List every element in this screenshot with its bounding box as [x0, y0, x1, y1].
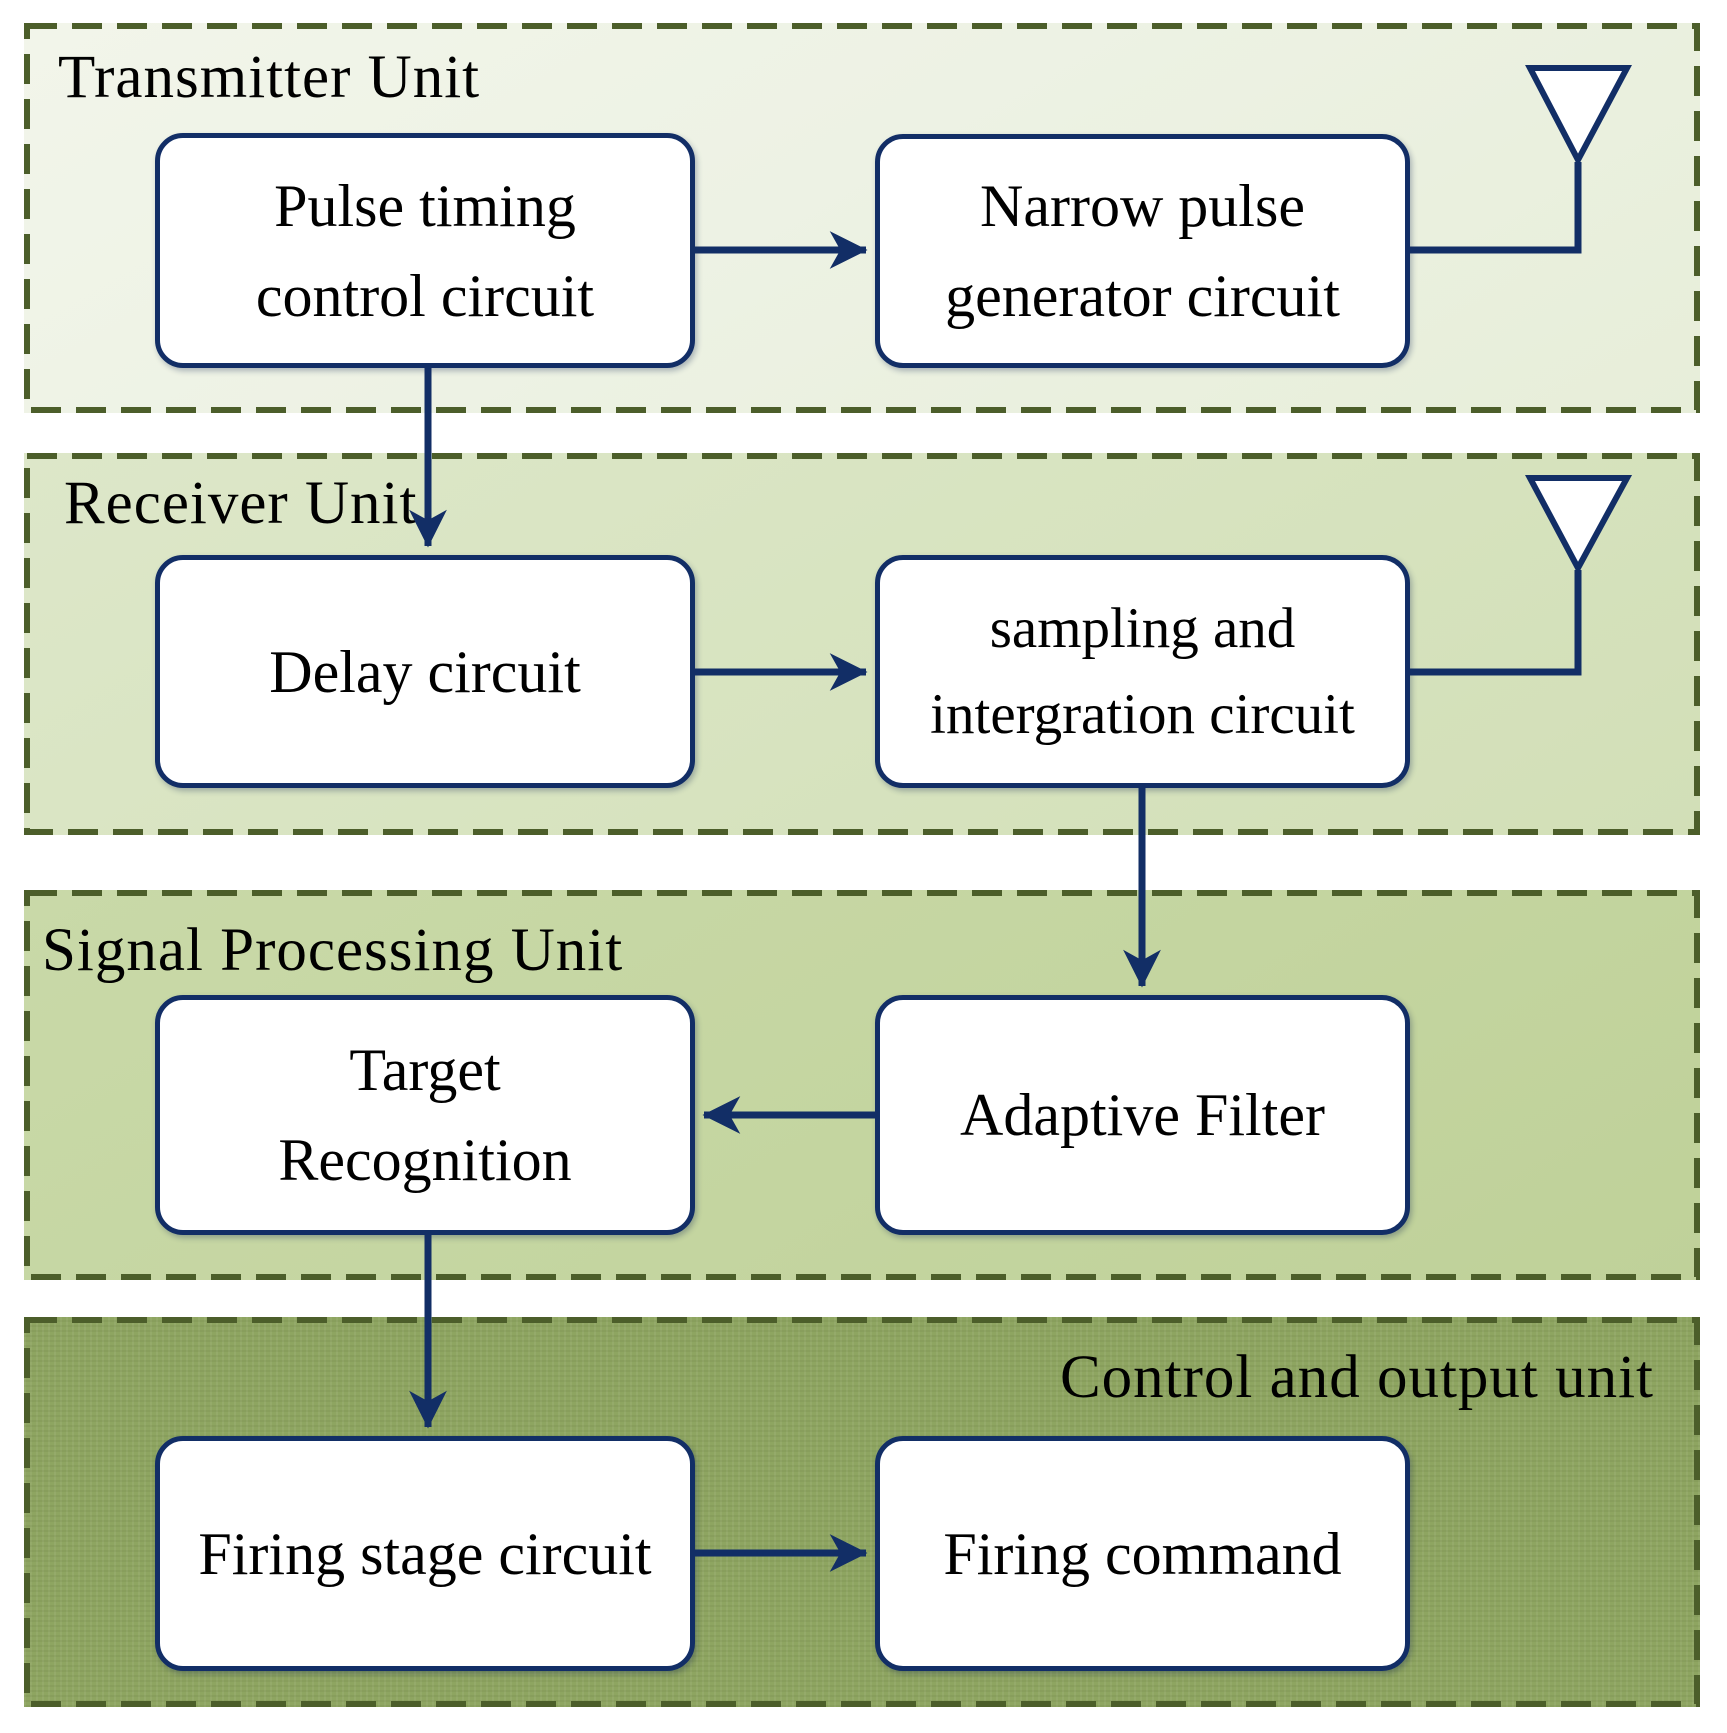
transmitter-unit-label: Transmitter Unit: [58, 44, 481, 111]
node-label: Firing command: [943, 1520, 1342, 1587]
node-label: Firing stage circuit: [198, 1520, 652, 1587]
node-sampling-integration-circuit: sampling and intergration circuit: [875, 555, 1410, 788]
node-label: Target Recognition: [278, 1037, 572, 1193]
node-delay-circuit: Delay circuit: [155, 555, 695, 788]
node-narrow-pulse-generator-circuit: Narrow pulse generator circuit: [875, 134, 1410, 368]
control-output-unit-label: Control and output unit: [1059, 1344, 1654, 1411]
node-label: Narrow pulse generator circuit: [945, 173, 1340, 329]
node-target-recognition: Target Recognition: [155, 995, 695, 1235]
node-label: Adaptive Filter: [960, 1082, 1325, 1148]
node-label: Pulse timing control circuit: [255, 172, 595, 329]
node-pulse-timing-control-circuit: Pulse timing control circuit: [155, 133, 695, 368]
node-label: Delay circuit: [269, 638, 581, 705]
node-label: sampling and intergration circuit: [930, 597, 1355, 746]
signal-processing-unit-label: Signal Processing Unit: [42, 917, 624, 984]
node-firing-stage-circuit: Firing stage circuit: [155, 1436, 695, 1671]
node-adaptive-filter: Adaptive Filter: [875, 995, 1410, 1235]
node-firing-command: Firing command: [875, 1436, 1410, 1671]
receiver-unit-label: Receiver Unit: [64, 470, 418, 537]
